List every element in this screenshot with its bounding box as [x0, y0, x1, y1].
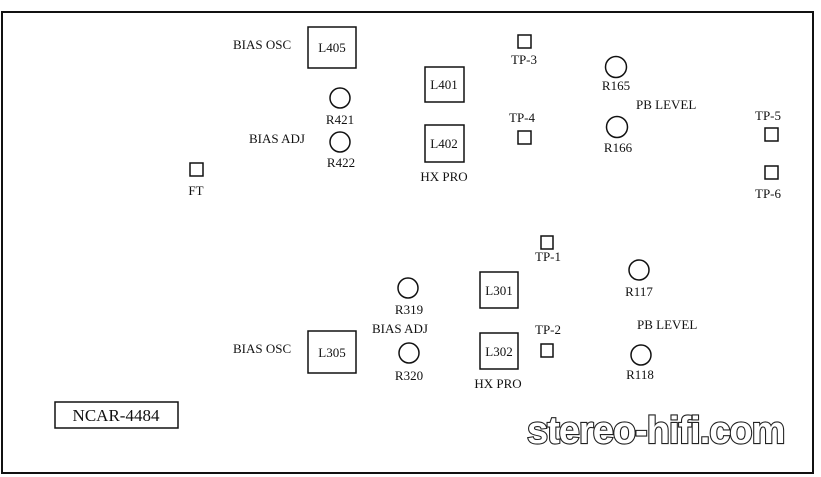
hx-pro-label-bottom: HX PRO	[474, 376, 521, 391]
hx-pro-label-top: HX PRO	[420, 169, 467, 184]
trimmer-r165	[604, 55, 628, 79]
test-point-tp4-label: TP-4	[509, 110, 536, 125]
trimmer-r166	[605, 115, 629, 139]
trimmer-r320	[398, 342, 420, 364]
coil-l401-label: L401	[430, 77, 457, 92]
test-point-tp6-label: TP-6	[755, 186, 782, 201]
test-point-tp1	[540, 235, 554, 250]
trimmer-r422	[329, 131, 351, 153]
coil-l405	[307, 26, 357, 69]
trimmer-r319-label: R319	[395, 302, 423, 317]
trimmer-r421-label: R421	[326, 112, 354, 127]
trimmer-r166-label: R166	[604, 140, 633, 155]
trimmer-r320-label: R320	[395, 368, 423, 383]
bias-osc-label-bottom: BIAS OSC	[233, 341, 291, 356]
board-outline	[1, 11, 814, 474]
trimmer-r118	[630, 344, 652, 366]
coil-l402-label: L402	[430, 136, 457, 151]
test-point-tp1-label: TP-1	[535, 249, 561, 264]
coil-l401	[424, 66, 465, 103]
test-point-tp3	[517, 34, 532, 49]
pb-level-label-top: PB LEVEL	[636, 97, 696, 112]
test-point-tp5-label: TP-5	[755, 108, 781, 123]
coil-l302	[479, 332, 519, 370]
trimmer-r422-label: R422	[327, 155, 355, 170]
coil-l402	[424, 124, 465, 163]
coil-l301	[479, 271, 519, 309]
bias-adj-label-top: BIAS ADJ	[249, 131, 305, 146]
test-point-ft-label: FT	[188, 183, 203, 198]
trimmer-r117	[628, 259, 650, 281]
board-id-box	[54, 401, 179, 429]
trimmer-r319	[397, 277, 419, 299]
test-point-tp3-label: TP-3	[511, 52, 537, 67]
test-point-ft	[189, 162, 204, 177]
board-id-label: NCAR-4484	[73, 406, 160, 425]
bias-osc-label-top: BIAS OSC	[233, 37, 291, 52]
test-point-tp2	[540, 343, 554, 358]
coil-l302-label: L302	[485, 344, 512, 359]
test-point-tp6	[764, 165, 779, 180]
test-point-tp4	[517, 130, 532, 145]
coil-l305	[307, 330, 357, 374]
test-point-tp2-label: TP-2	[535, 322, 561, 337]
coil-l301-label: L301	[485, 283, 512, 298]
bias-adj-label-bottom: BIAS ADJ	[372, 321, 428, 336]
trimmer-r118-label: R118	[626, 367, 654, 382]
coil-l405-label: L405	[318, 40, 345, 55]
coil-l305-label: L305	[318, 345, 345, 360]
trimmer-r421	[329, 87, 351, 109]
trimmer-r165-label: R165	[602, 78, 630, 93]
test-point-tp5	[764, 127, 779, 142]
trimmer-r117-label: R117	[625, 284, 653, 299]
watermark: stereo-hifi.com	[527, 410, 784, 452]
pb-level-label-bottom: PB LEVEL	[637, 317, 697, 332]
